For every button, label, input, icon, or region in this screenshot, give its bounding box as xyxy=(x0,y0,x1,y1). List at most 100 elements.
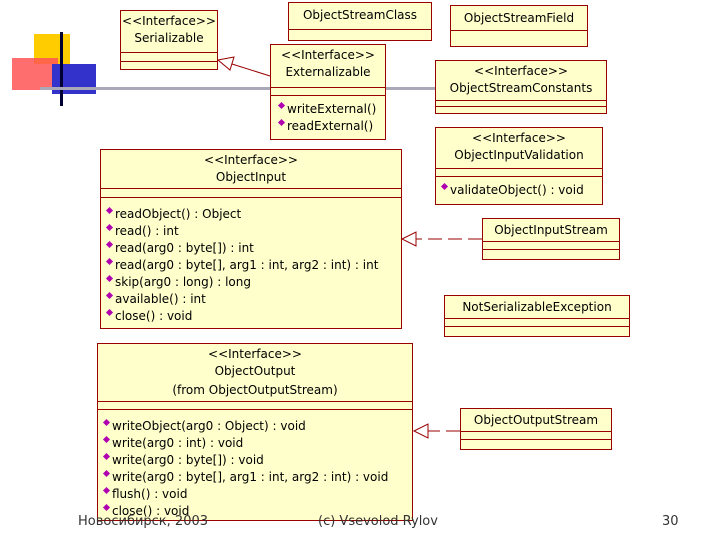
class-name: ObjectInputValidation xyxy=(454,148,584,162)
operation-icon xyxy=(105,240,114,249)
objectstreamclass-class-box: ObjectStreamClass xyxy=(288,2,432,41)
objectoutput-class-box: <<Interface>> ObjectOutput (from ObjectO… xyxy=(97,343,413,521)
stereotype-label: <<Interface>> xyxy=(122,14,216,28)
compartment-divider xyxy=(289,29,431,30)
objectoutput-arrowhead xyxy=(412,423,429,439)
compartment-divider xyxy=(483,241,619,242)
operation-item: read(arg0 : byte[]) : int xyxy=(105,240,378,257)
objectstreamconstants-class-box: <<Interface>> ObjectStreamConstants xyxy=(435,60,607,114)
operation-item: close() : void xyxy=(105,308,378,325)
operation-item: close() : void xyxy=(102,503,388,520)
compartment-divider xyxy=(436,176,602,177)
class-name: NotSerializableException xyxy=(462,300,612,314)
objectinput-header: <<Interface>> ObjectInput xyxy=(101,150,401,186)
objectoutput-header: <<Interface>> ObjectOutput (from ObjectO… xyxy=(98,344,412,399)
class-name: Serializable xyxy=(134,31,204,45)
operation-icon xyxy=(102,486,111,495)
compartment-divider xyxy=(121,52,217,53)
operation-item: read() : int xyxy=(105,223,378,240)
stereotype-label: <<Interface>> xyxy=(281,48,375,62)
objectstreamconstants-header: <<Interface>> ObjectStreamConstants xyxy=(436,61,606,97)
operation-icon xyxy=(105,308,114,317)
logo-vertical-bar xyxy=(60,32,63,106)
compartment-divider xyxy=(271,95,385,96)
header-rule xyxy=(40,87,480,90)
operation-item: available() : int xyxy=(105,291,378,308)
operation-icon xyxy=(102,435,111,444)
class-name: ObjectInputStream xyxy=(494,223,608,237)
class-name: ObjectStreamField xyxy=(463,11,575,25)
operation-item: writeExternal() xyxy=(277,101,376,118)
operation-item: flush() : void xyxy=(102,486,388,503)
operation-icon xyxy=(277,118,286,127)
operation-item: readObject() : Object xyxy=(105,206,378,223)
class-name: ObjectInput xyxy=(215,170,287,184)
package-label: (from ObjectOutputStream) xyxy=(172,383,338,397)
compartment-divider xyxy=(271,87,385,88)
operation-item: write(arg0 : int) : void xyxy=(102,435,388,452)
externalizable-header: <<Interface>> Externalizable xyxy=(271,45,385,81)
operation-icon xyxy=(440,182,449,191)
operation-icon xyxy=(105,257,114,266)
operation-icon xyxy=(102,452,111,461)
notserializableexception-class-box: NotSerializableException xyxy=(444,295,630,337)
externalizable-to-serializable-arrow xyxy=(231,63,271,77)
operations-list: readObject() : Object read() : int read(… xyxy=(101,202,378,325)
objectinputvalidation-header: <<Interface>> ObjectInputValidation xyxy=(436,128,602,164)
footer-location-year: Новосибирск, 2003 xyxy=(78,514,209,529)
compartment-divider xyxy=(445,326,629,327)
compartment-divider xyxy=(451,30,587,31)
class-name: Externalizable xyxy=(285,65,371,79)
operation-item: skip(arg0 : long) : long xyxy=(105,274,378,291)
operations-list: validateObject() : void xyxy=(436,178,584,199)
operation-icon xyxy=(105,206,114,215)
serializable-arrowhead xyxy=(216,56,235,71)
compartment-divider xyxy=(98,409,412,410)
objectinput-arrowhead xyxy=(400,231,417,247)
operation-icon xyxy=(102,469,111,478)
stereotype-label: <<Interface>> xyxy=(474,64,568,78)
stereotype-label: <<Interface>> xyxy=(208,347,302,361)
compartment-divider xyxy=(121,61,217,62)
operation-item: validateObject() : void xyxy=(440,182,584,199)
operation-icon xyxy=(277,101,286,110)
compartment-divider xyxy=(483,249,619,250)
operation-icon xyxy=(105,274,114,283)
objectinput-class-box: <<Interface>> ObjectInput readObject() :… xyxy=(100,149,402,329)
slide-logo xyxy=(0,0,120,110)
compartment-divider xyxy=(101,197,401,198)
stereotype-label: <<Interface>> xyxy=(204,153,298,167)
compartment-divider xyxy=(436,106,606,107)
objectstreamfield-class-box: ObjectStreamField xyxy=(450,5,588,47)
serializable-class-box: <<Interface>> Serializable xyxy=(120,10,218,70)
logo-red-square xyxy=(12,58,58,90)
class-name: ObjectStreamConstants xyxy=(449,81,593,95)
objectoutputstream-class-box: ObjectOutputStream xyxy=(460,408,612,450)
operation-item: read(arg0 : byte[], arg1 : int, arg2 : i… xyxy=(105,257,378,274)
class-name: ObjectStreamClass xyxy=(302,8,418,22)
compartment-divider xyxy=(445,318,629,319)
operations-list: writeExternal() readExternal() xyxy=(271,97,376,135)
stereotype-label: <<Interface>> xyxy=(472,131,566,145)
objectinputstream-class-box: ObjectInputStream xyxy=(482,218,620,260)
class-name: ObjectOutput xyxy=(214,364,296,378)
objectinputvalidation-class-box: <<Interface>> ObjectInputValidation vali… xyxy=(435,127,603,205)
operation-item: readExternal() xyxy=(277,118,376,135)
operation-item: writeObject(arg0 : Object) : void xyxy=(102,418,388,435)
footer-copyright: (c) Vsevolod Rylov xyxy=(318,514,438,529)
operation-icon xyxy=(105,291,114,300)
page-number: 30 xyxy=(662,514,679,529)
operation-item: write(arg0 : byte[]) : void xyxy=(102,452,388,469)
serializable-header: <<Interface>> Serializable xyxy=(121,11,217,47)
operation-item: write(arg0 : byte[], arg1 : int, arg2 : … xyxy=(102,469,388,486)
compartment-divider xyxy=(436,100,606,101)
operation-icon xyxy=(105,223,114,232)
operation-icon xyxy=(102,418,111,427)
compartment-divider xyxy=(98,401,412,402)
externalizable-class-box: <<Interface>> Externalizable writeExtern… xyxy=(270,44,386,140)
compartment-divider xyxy=(461,439,611,440)
compartment-divider xyxy=(436,168,602,169)
operations-list: writeObject(arg0 : Object) : void write(… xyxy=(98,414,388,520)
compartment-divider xyxy=(101,188,401,189)
